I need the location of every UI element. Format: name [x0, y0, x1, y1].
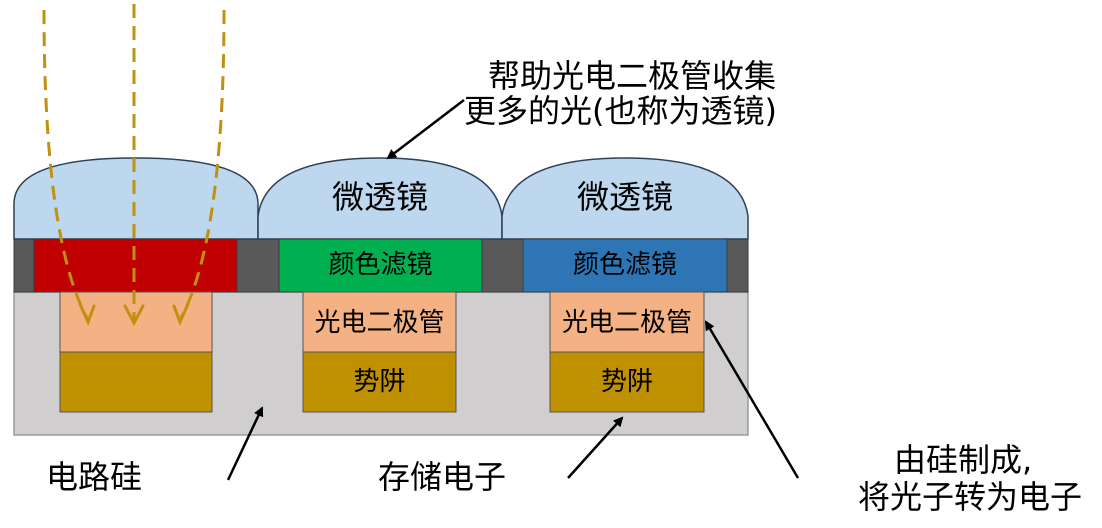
arrowhead-left: [78, 302, 96, 326]
made-of-silicon-line2: 将光子转为电子: [858, 478, 1083, 516]
arrow-to-microlens: [386, 99, 465, 160]
color-filter-green-label: 颜色滤镜: [328, 250, 433, 280]
microlens-2-label: 微透镜: [331, 178, 428, 216]
potential-well-3-label: 势阱: [600, 367, 653, 397]
light-ray-left: [42, 9, 90, 321]
store-electrons-label: 存储电子: [378, 458, 507, 496]
light-ray-arrowheads: [78, 302, 190, 327]
potential-well-2-label: 势阱: [353, 367, 406, 397]
photodiode-2-label: 光电二极管: [314, 308, 445, 338]
potential-well-1: [59, 351, 213, 413]
photodiode-3-label: 光电二极管: [561, 308, 692, 338]
color-filter-blue-label: 颜色滤镜: [572, 250, 677, 280]
circuit-silicon-label: 电路硅: [46, 458, 143, 496]
arrow-to-substrate: [226, 406, 264, 481]
microlens-purpose-line1: 帮助光电二极管收集: [488, 57, 777, 95]
green-color-filter: [278, 238, 483, 293]
arrow-to-photodiode: [704, 320, 800, 479]
arrowhead-center: [123, 304, 145, 327]
microlens-3: [501, 157, 749, 240]
pointer-arrows: [226, 99, 800, 481]
microlens-1: [13, 157, 259, 240]
photodiode-2: [302, 291, 457, 353]
light-rays: [42, 4, 226, 321]
photodiode-3: [549, 291, 705, 353]
made-of-silicon-line1: 由硅制成,: [894, 441, 1033, 479]
arrow-to-potential-well: [567, 416, 624, 479]
microlens-2: [257, 157, 503, 240]
potential-well-2: [302, 351, 457, 413]
blue-color-filter: [522, 238, 728, 293]
light-ray-right: [178, 9, 226, 321]
arrowhead-right: [172, 302, 190, 326]
potential-well-3: [549, 351, 705, 413]
microlens-purpose-line2: 更多的光(也称为透镜): [464, 92, 777, 130]
microlens-3-label: 微透镜: [576, 178, 673, 216]
